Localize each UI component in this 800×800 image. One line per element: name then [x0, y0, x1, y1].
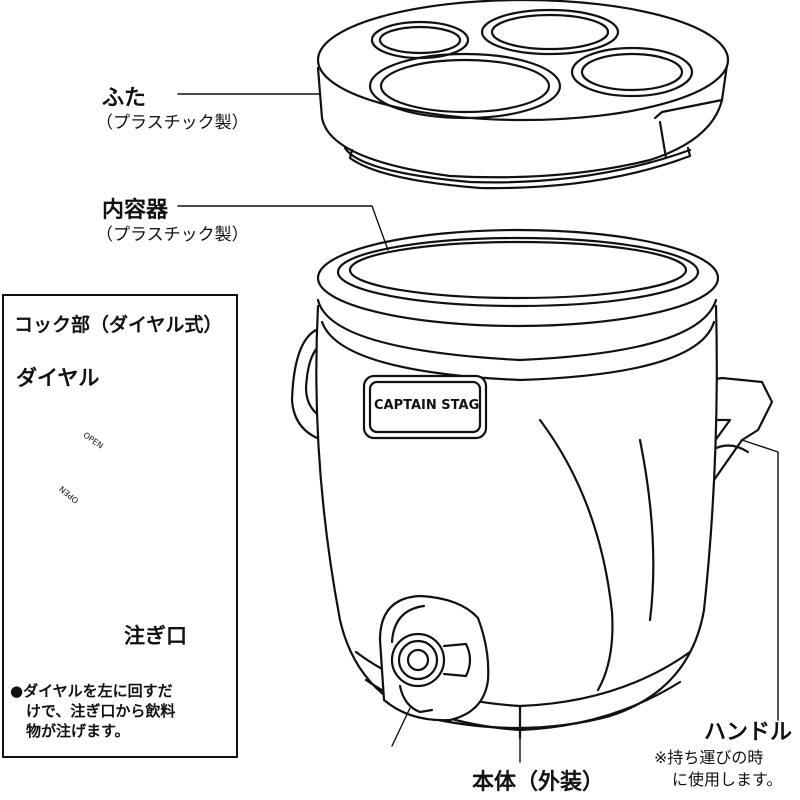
- handle-note-line1: ※持ち運びの時: [654, 748, 764, 767]
- lid-drawing: [316, 0, 730, 190]
- inset-note-line1: ●ダイヤルを左に回すだ: [10, 682, 173, 700]
- lid-material: （プラスチック製）: [96, 113, 249, 133]
- inner-container-material: （プラスチック製）: [96, 225, 249, 245]
- handle-label: ハンドル: [704, 720, 793, 745]
- brand-logo: CAPTAIN STAG: [374, 398, 480, 413]
- dial-label: ダイヤル: [16, 366, 100, 390]
- body-drawing: [290, 228, 774, 740]
- cock-detail-inset: [2, 294, 238, 758]
- inset-title: コック部（ダイヤル式）: [14, 314, 223, 336]
- inner-container-label: 内容器: [102, 198, 169, 223]
- inset-note-line2: けで、注ぎ口から飲料: [26, 702, 176, 720]
- body-label: 本体（外装）: [472, 770, 605, 795]
- handle-note-line2: に使用します。: [672, 770, 783, 789]
- lid-label: ふた: [102, 86, 147, 111]
- leader-lines: [177, 93, 779, 763]
- spout-label: 注ぎ口: [124, 624, 187, 648]
- inset-note-line3: 物が注げます。: [26, 722, 130, 740]
